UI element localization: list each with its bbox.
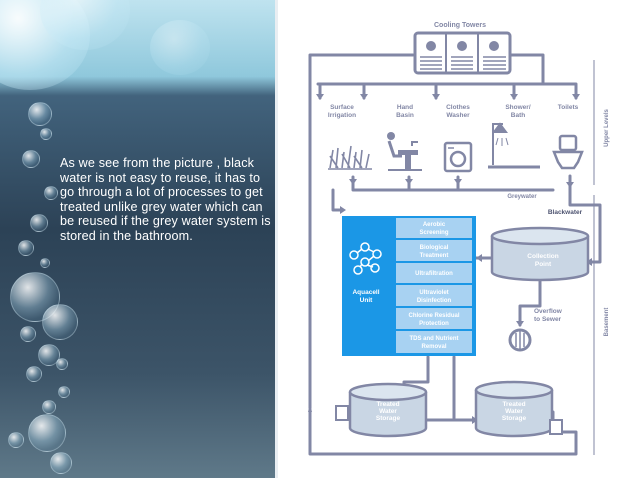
slide-background: As we see from the picture , black water… [0, 0, 275, 478]
svg-text:Irrigation: Irrigation [328, 112, 356, 119]
svg-text:Treatment: Treatment [420, 253, 449, 259]
svg-text:Water: Water [379, 408, 397, 415]
svg-text:Removal: Removal [421, 344, 446, 350]
blackwater-label: Blackwater [548, 209, 583, 216]
overflow-label-2: to Sewer [534, 316, 562, 323]
decor-bubble [18, 240, 34, 256]
svg-text:Clothes: Clothes [446, 104, 470, 111]
decor-bubble [8, 432, 24, 448]
svg-text:Collection: Collection [527, 253, 558, 260]
svg-text:Protection: Protection [419, 321, 449, 327]
svg-text:Storage: Storage [376, 415, 401, 422]
decor-bubble [40, 128, 52, 140]
decor-bubble [40, 258, 50, 268]
decor-bubble [28, 102, 52, 126]
decor-bubble [50, 452, 72, 474]
basement-label: Basement [604, 308, 610, 337]
svg-text:TDS and Nutrient: TDS and Nutrient [410, 336, 459, 342]
decor-bubble [26, 366, 42, 382]
greywater-label: Greywater [507, 194, 537, 200]
decor-bubble [56, 358, 68, 370]
svg-text:Treated: Treated [376, 401, 399, 408]
fixture-labels: Surface Irrigation Hand Basin Clothes Wa… [328, 104, 579, 119]
svg-text:Surface: Surface [330, 104, 354, 111]
toilet-icon [552, 134, 584, 170]
svg-text:Water: Water [505, 408, 523, 415]
shower-icon [488, 122, 540, 169]
svg-text:Basin: Basin [396, 112, 414, 119]
svg-text:Washer: Washer [446, 112, 470, 119]
decor-bubble [42, 400, 56, 414]
svg-text:Screening: Screening [419, 230, 448, 236]
treatment-steps: Aerobic Screening Biological Treatment U… [396, 218, 472, 353]
washing-machine-icon [443, 141, 473, 173]
molecule-icon [349, 242, 382, 275]
cooling-towers-icon [413, 31, 512, 75]
treated-water-storage-left: Treated Water Storage [335, 382, 428, 438]
decor-bubble [42, 304, 78, 340]
decor-bubble [30, 214, 48, 232]
svg-text:Point: Point [535, 261, 552, 268]
svg-text:Toilets: Toilets [558, 104, 579, 111]
decor-bubble [28, 414, 66, 452]
decor-bubble [22, 150, 40, 168]
cooling-towers-label: Cooling Towers [434, 22, 486, 29]
svg-text:Unit: Unit [360, 297, 373, 304]
svg-text:Aerobic: Aerobic [423, 222, 446, 228]
treated-water-storage-right: Treated Water Storage [474, 380, 563, 438]
decor-bubble [44, 186, 58, 200]
svg-text:Ultrafiltration: Ultrafiltration [415, 271, 453, 277]
grass-icon [328, 145, 372, 170]
svg-text:Hand: Hand [397, 104, 413, 111]
decor-bubble [38, 344, 60, 366]
decor-bubble [150, 20, 210, 75]
decor-bubble [20, 326, 36, 342]
slide-body-text: As we see from the picture , black water… [60, 156, 271, 243]
overflow-label: Overflow [534, 308, 563, 315]
svg-text:Aquacell: Aquacell [352, 289, 379, 296]
svg-text:Biological: Biological [420, 245, 449, 251]
hand-basin-icon [387, 132, 422, 171]
svg-text:Shower/: Shower/ [505, 104, 530, 111]
svg-text:Treated: Treated [502, 401, 525, 408]
slide-divider [275, 0, 278, 478]
svg-text:Ultraviolet: Ultraviolet [419, 290, 448, 296]
svg-text:Chlorine Residual: Chlorine Residual [408, 313, 459, 319]
water-recycling-diagram: Cooling Towers Surface Irrigation Hand B… [278, 0, 638, 478]
svg-text:Storage: Storage [502, 415, 527, 422]
svg-text:Bath: Bath [511, 112, 525, 119]
decor-bubble [58, 386, 70, 398]
svg-text:Disinfection: Disinfection [417, 298, 452, 304]
upper-levels-label: Upper Levels [604, 108, 610, 146]
drain-icon [508, 328, 532, 352]
collection-point-tank: Collection Point [490, 226, 590, 282]
